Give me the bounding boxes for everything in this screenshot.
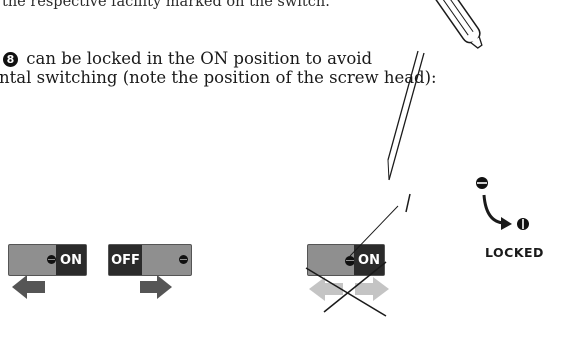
left-arrow-icon xyxy=(12,275,45,299)
locked-label: LOCKED xyxy=(485,245,544,260)
switch-off: OFF xyxy=(108,244,192,276)
screw-head-locked-icon xyxy=(345,256,355,266)
crossed-double-arrow-icon xyxy=(305,261,389,317)
instruction-line-1: 8 can be locked in the ON position to av… xyxy=(3,49,372,68)
switch-off-label: OFF xyxy=(109,245,142,275)
screw-head-icon xyxy=(179,255,188,264)
screw-head-icon xyxy=(47,255,56,264)
instruction-text-1: can be locked in the ON position to avoi… xyxy=(21,49,373,68)
switch-locked: ON xyxy=(307,244,385,276)
lock-rotation-diagram xyxy=(476,177,529,230)
right-arrow-icon xyxy=(140,275,172,299)
item-number-badge: 8 xyxy=(3,52,18,67)
screwdriver-icon xyxy=(349,0,483,257)
switch-on: ON xyxy=(8,244,87,276)
switch-on-label: ON xyxy=(56,245,86,275)
instruction-line-2: ntal switching (note the position of the… xyxy=(0,68,437,87)
cut-off-text-line: the respective facility marked on the sw… xyxy=(2,0,330,10)
switch-locked-label: ON xyxy=(354,245,384,275)
